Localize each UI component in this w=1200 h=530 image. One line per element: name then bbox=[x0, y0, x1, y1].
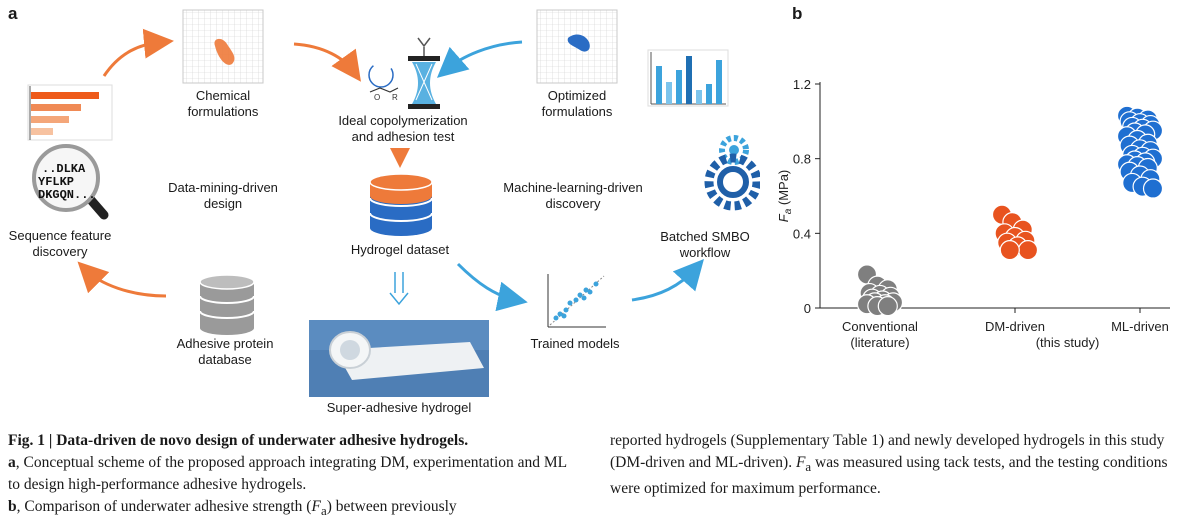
caption-a-label: a bbox=[8, 454, 16, 471]
caption-a-text: , Conceptual scheme of the proposed appr… bbox=[8, 454, 567, 493]
y-tick-label: 0.8 bbox=[793, 152, 811, 167]
figure-caption-col2: reported hydrogels (Supplementary Table … bbox=[610, 430, 1190, 500]
super-adhesive-hydrogel-photo bbox=[309, 320, 489, 397]
fa-subscript-2: a bbox=[805, 459, 812, 475]
sequence-line-2: YFLKP bbox=[38, 175, 74, 189]
trained-models-plot-icon bbox=[545, 272, 607, 328]
svg-text:O: O bbox=[374, 93, 380, 102]
group-note-label: (this study) bbox=[1036, 335, 1100, 350]
sequence-line-1: ..DLKA bbox=[42, 162, 86, 176]
x-tick-label: DM-driven bbox=[985, 319, 1045, 334]
hydrogel-dataset-icon bbox=[369, 173, 433, 236]
optimized-formulations-grid bbox=[536, 9, 618, 84]
gears-icon bbox=[704, 135, 760, 211]
fa-subscript: a bbox=[320, 503, 327, 519]
arrow-optimized-to-test bbox=[436, 40, 523, 78]
data-point bbox=[877, 296, 898, 317]
magnifier-icon: ..DLKA YFLKP DKGQN... bbox=[32, 144, 109, 220]
chemical-formulations-grid bbox=[182, 9, 264, 84]
data-point bbox=[1142, 178, 1164, 199]
caption-col2-text-2: was measured using tack tests, and the t… bbox=[610, 454, 1168, 498]
y-axis-label: Fa (MPa) bbox=[776, 170, 794, 223]
figure-title: Fig. 1 | Data-driven de novo design of u… bbox=[8, 432, 469, 449]
monomer-structure-icon: O R bbox=[368, 62, 399, 102]
x-tick-label: ML-driven bbox=[1111, 319, 1169, 334]
data-point bbox=[999, 240, 1020, 261]
adhesive-strength-chart: 0 0.4 0.8 1.2 Fa (MPa) Conventional(literatur… bbox=[776, 77, 1170, 350]
caption-col2-text-1: reported hydrogels (Supplementary Table … bbox=[610, 432, 1165, 471]
arrow-models-to-smbo bbox=[631, 259, 704, 302]
results-bar-chart-icon bbox=[647, 49, 729, 107]
feature-bar-chart-icon bbox=[27, 84, 113, 141]
arrow-dataset-to-models bbox=[456, 262, 528, 312]
y-tick-label: 0.4 bbox=[793, 226, 811, 241]
y-tick-label: 1.2 bbox=[793, 77, 811, 92]
protein-database-icon bbox=[199, 274, 255, 335]
arrow-bars-to-chemical bbox=[102, 28, 174, 77]
label-super-adhesive-hydrogel: Super-adhesive hydrogel bbox=[326, 400, 472, 415]
x-tick-label: Conventional(literature) bbox=[842, 319, 918, 350]
sequence-line-3: DKGQN... bbox=[38, 188, 96, 202]
label-hydrogel-dataset: Hydrogel dataset bbox=[350, 242, 450, 257]
caption-b-text-2: ) between previously bbox=[326, 498, 457, 515]
label-trained-models: Trained models bbox=[530, 336, 620, 351]
data-point bbox=[1017, 240, 1039, 261]
caption-b-text-1: , Comparison of underwater adhesive stre… bbox=[16, 498, 312, 515]
panel-b-label: b bbox=[792, 4, 803, 23]
svg-text:R: R bbox=[392, 93, 398, 102]
conceptual-scheme: O R ..DLKA YFLKP DKGQN... bbox=[27, 9, 760, 397]
tack-test-icon bbox=[408, 37, 440, 109]
arrow-db-to-sequence bbox=[77, 261, 167, 298]
arrow-chemical-to-test bbox=[293, 42, 361, 82]
panel-a-label: a bbox=[8, 4, 18, 23]
figure-caption-col1: Fig. 1 | Data-driven de novo design of u… bbox=[8, 430, 578, 522]
y-tick-label: 0 bbox=[804, 301, 811, 316]
caption-b-label: b bbox=[8, 498, 17, 515]
arrow-dataset-to-photo bbox=[389, 272, 409, 306]
fa-symbol: F bbox=[311, 498, 321, 515]
fa-symbol-2: F bbox=[795, 454, 806, 471]
